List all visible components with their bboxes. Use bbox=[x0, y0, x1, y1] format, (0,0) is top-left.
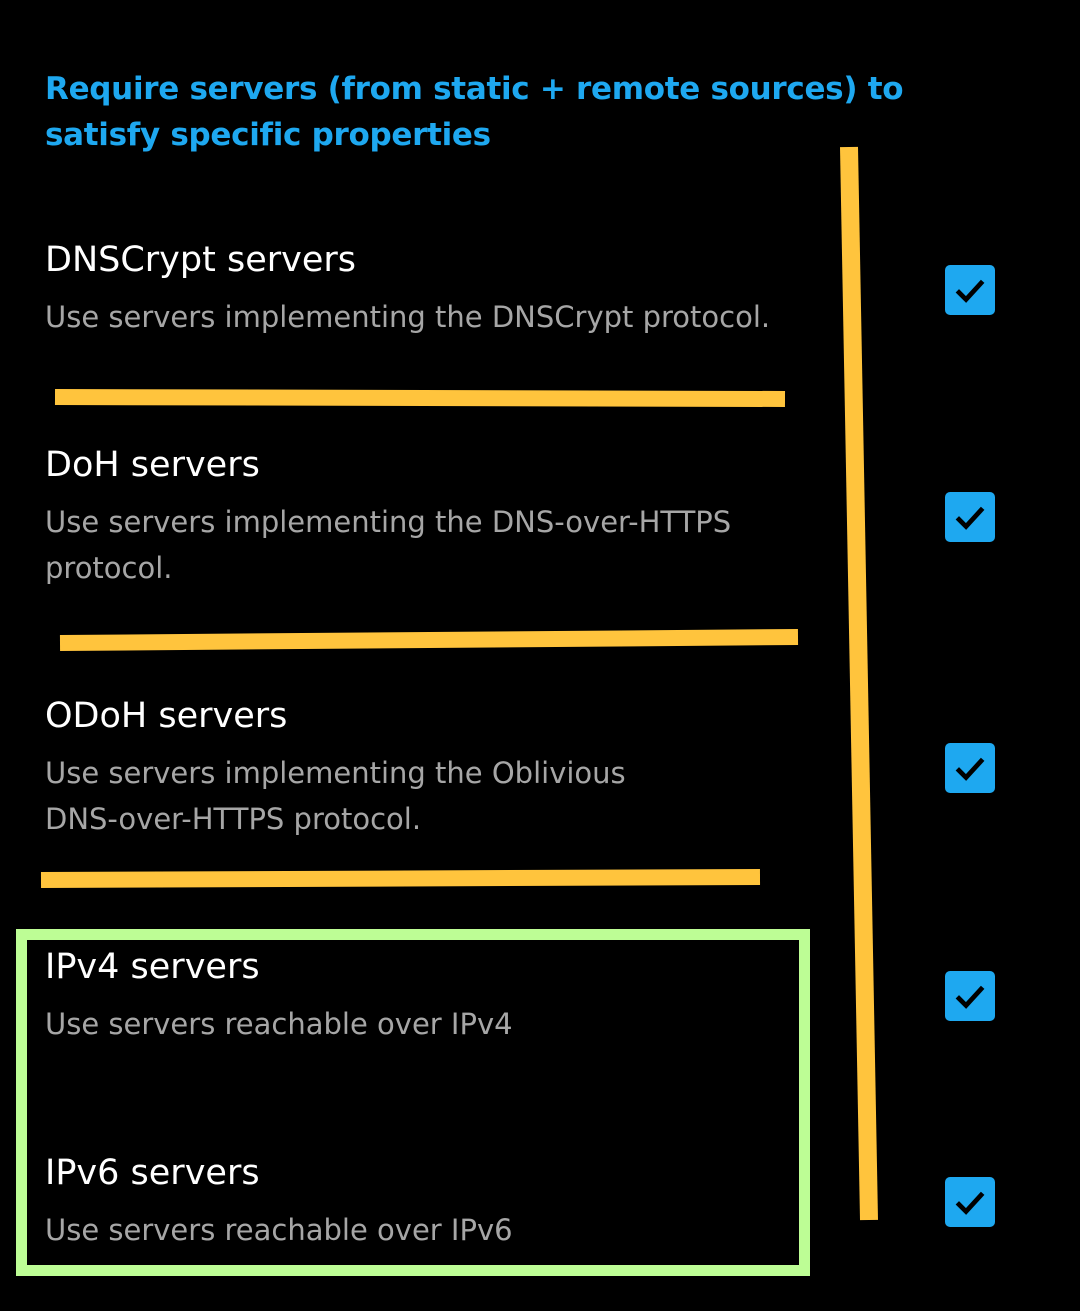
check-icon bbox=[955, 985, 985, 1009]
annotation-vertical-line bbox=[840, 146, 878, 1221]
preference-title: DNSCrypt servers bbox=[45, 240, 356, 280]
ipv6-servers-checkbox[interactable] bbox=[945, 1177, 995, 1227]
doh-servers-checkbox[interactable] bbox=[945, 492, 995, 542]
check-icon bbox=[955, 506, 985, 530]
check-icon bbox=[955, 757, 985, 781]
ipv4-servers-checkbox[interactable] bbox=[945, 971, 995, 1021]
dnscrypt-servers-checkbox[interactable] bbox=[945, 265, 995, 315]
annotation-underline-dnscrypt bbox=[54, 389, 786, 407]
preference-summary: Use servers implementing the DNSCrypt pr… bbox=[45, 300, 771, 334]
preference-summary: Use servers implementing the DNS-over-HT… bbox=[45, 505, 732, 585]
preference-title: IPv4 servers bbox=[45, 947, 260, 987]
preference-summary: Use servers reachable over IPv4 bbox=[45, 1007, 513, 1041]
preference-title: ODoH servers bbox=[45, 696, 288, 736]
check-icon bbox=[955, 1191, 985, 1215]
preference-summary: Use servers implementing the Oblivious D… bbox=[45, 756, 626, 836]
section-header: Require servers (from static + remote so… bbox=[45, 71, 904, 153]
preference-title: IPv6 servers bbox=[45, 1153, 260, 1193]
check-icon bbox=[955, 279, 985, 303]
annotation-highlight-box bbox=[16, 929, 810, 1276]
annotation-underline-doh bbox=[59, 629, 799, 651]
preference-summary: Use servers reachable over IPv6 bbox=[45, 1213, 513, 1247]
annotation-underline-odoh bbox=[40, 869, 761, 888]
preference-title: DoH servers bbox=[45, 445, 260, 485]
odoh-servers-checkbox[interactable] bbox=[945, 743, 995, 793]
